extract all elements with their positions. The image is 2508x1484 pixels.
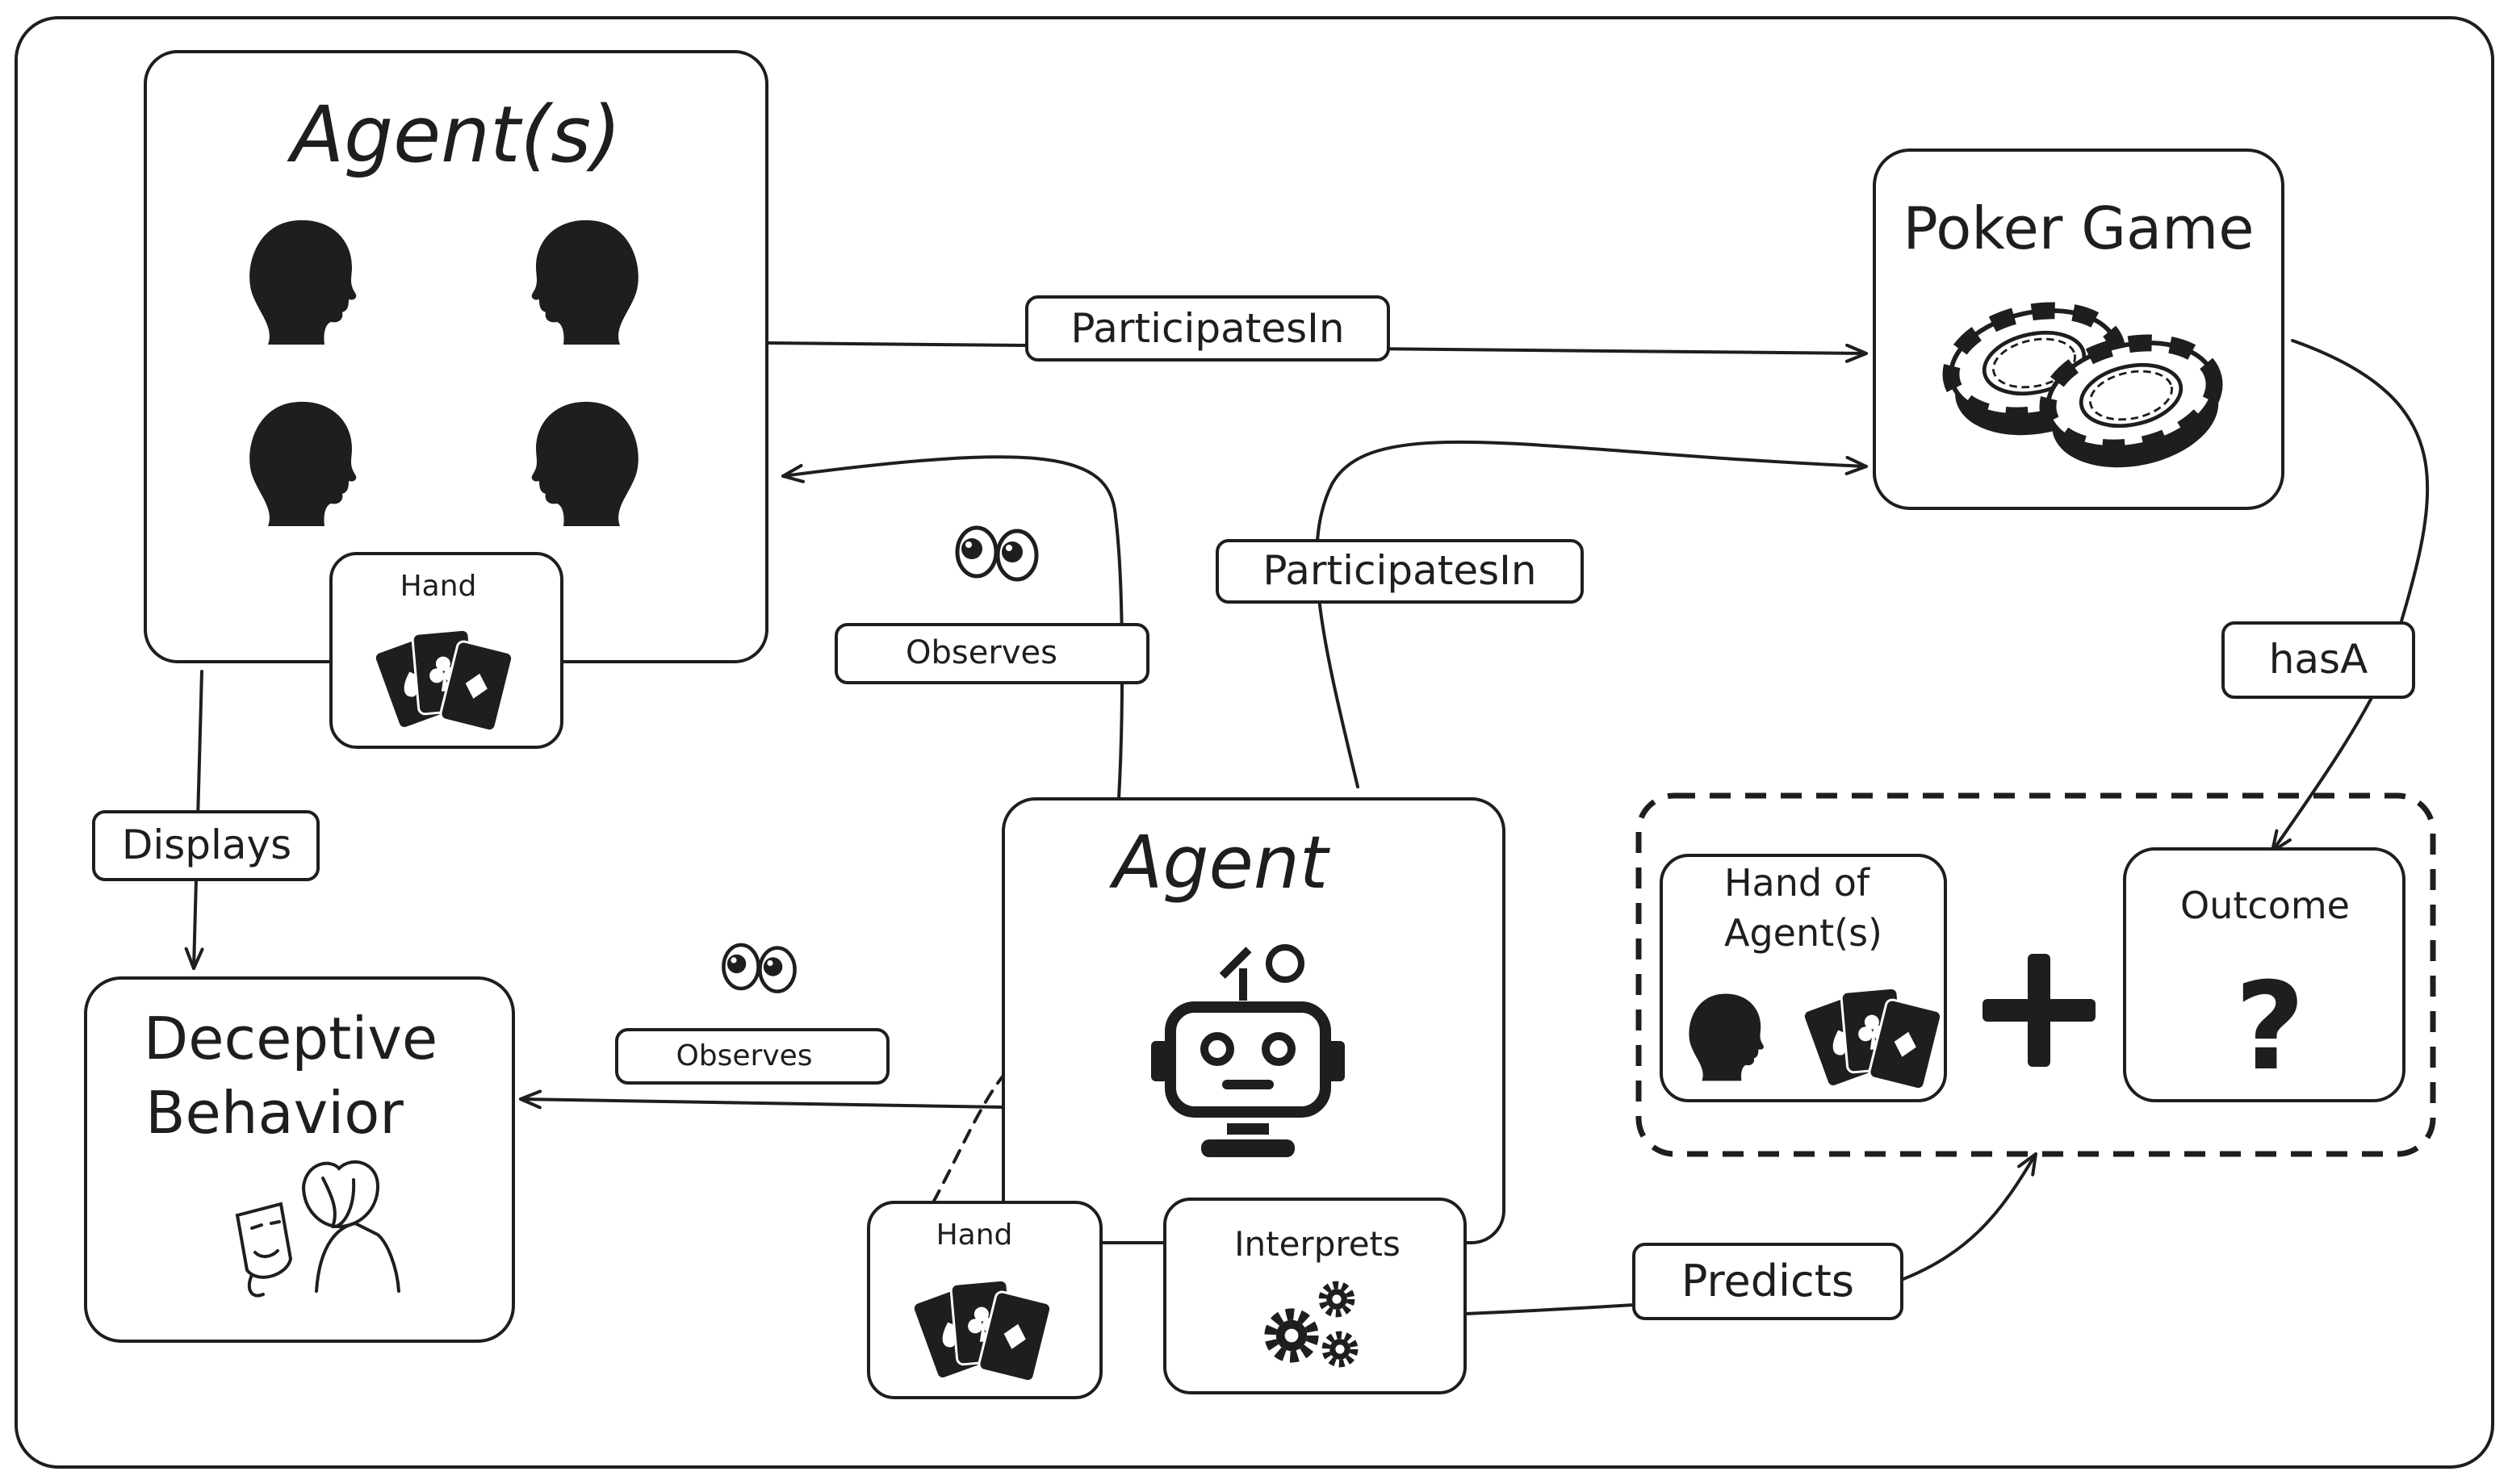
label-predicts: Predicts	[1632, 1243, 1903, 1320]
outcome-label: Outcome	[2180, 884, 2350, 927]
hand-top-label: Hand	[400, 570, 477, 603]
participates-in-mid-text: ParticipatesIn	[1262, 547, 1536, 594]
edge-participates-in-mid	[1315, 440, 1868, 788]
node-hand-bottom: Hand	[867, 1201, 1103, 1399]
node-interprets: Interprets	[1163, 1198, 1467, 1394]
edge-observes-bottom	[519, 1089, 1004, 1110]
agent-title: Agent	[1109, 821, 1331, 905]
robot-icon	[1151, 944, 1345, 1157]
has-a-text: hasA	[2269, 636, 2368, 683]
predicts-text: Predicts	[1681, 1256, 1854, 1306]
label-observes-top: Observes	[835, 623, 1149, 684]
label-participates-in-mid: ParticipatesIn	[1216, 539, 1584, 604]
observes-top-text: Observes	[906, 634, 1057, 671]
label-displays: Displays	[92, 810, 320, 881]
displays-text: Displays	[122, 821, 291, 868]
poker-game-title: Poker Game	[1903, 194, 2254, 262]
mask-person-icon	[235, 1160, 400, 1298]
label-participates-in-top: ParticipatesIn	[1025, 295, 1390, 362]
node-agent: Agent	[1002, 797, 1505, 1244]
question-mark-icon: ?	[2234, 957, 2305, 1097]
node-deceptive-behavior: Deceptive Behavior	[84, 976, 515, 1343]
node-poker-game: Poker Game	[1873, 148, 2284, 510]
interprets-label: Interprets	[1234, 1224, 1401, 1264]
hand-bottom-label: Hand	[936, 1219, 1013, 1252]
hand-of-agents-line1: Hand of	[1724, 861, 1871, 905]
deceptive-behavior-line1: Deceptive	[144, 1005, 438, 1072]
node-hand-top: Hand	[329, 552, 563, 749]
edge-observes-top	[781, 455, 1124, 801]
agents-title: Agent(s)	[286, 90, 621, 180]
plus-icon	[1983, 954, 2096, 1067]
hand-of-agents-line2: Agent(s)	[1724, 911, 1882, 955]
label-observes-bottom: Observes	[615, 1028, 890, 1085]
prediction-group	[1635, 792, 2436, 1157]
observes-bottom-text: Observes	[676, 1039, 812, 1072]
node-outcome: Outcome ?	[2123, 847, 2405, 1102]
node-agents: Agent(s)	[144, 50, 768, 663]
edge-has-a	[2271, 339, 2430, 853]
participates-in-top-text: ParticipatesIn	[1070, 305, 1344, 352]
deceptive-behavior-line2: Behavior	[145, 1079, 404, 1147]
node-hand-of-agents: Hand of Agent(s)	[1660, 854, 1947, 1102]
label-has-a: hasA	[2221, 621, 2415, 699]
